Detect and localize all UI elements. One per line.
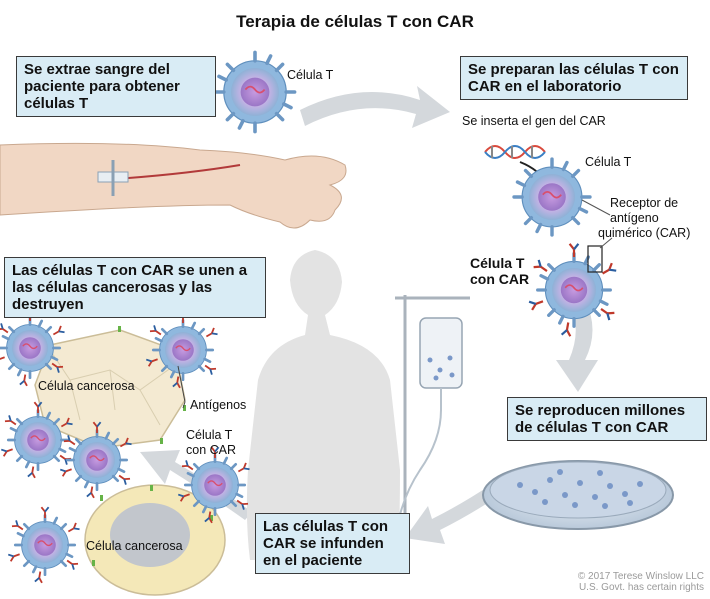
label-cancer-cell-1: Célula cancerosa	[38, 379, 135, 393]
car-gene-dna	[484, 145, 546, 159]
car-t-cell-lab	[529, 244, 616, 336]
label-receptor-2: antígeno	[610, 211, 659, 225]
label-celula-t-top: Célula T	[287, 68, 334, 82]
arm-illustration	[0, 142, 347, 229]
label-gene-insert: Se inserta el gen del CAR	[462, 114, 606, 128]
label-car-t-small-2: con CAR	[186, 443, 237, 457]
arrow-1	[300, 86, 450, 128]
step-3-box: Se reproducen millones de células T con …	[507, 397, 707, 441]
label-receptor-1: Receptor de	[610, 196, 679, 210]
arrow-2	[556, 300, 598, 392]
arrow-3	[405, 484, 500, 544]
diagram-title: Terapia de células T con CAR	[236, 12, 474, 31]
label-car-t-1: Célula T	[470, 255, 525, 271]
receptor-highlight	[587, 245, 603, 273]
patient-silhouette	[246, 250, 400, 560]
label-car-t-2: con CAR	[470, 271, 530, 287]
cancer-cell-2	[84, 484, 226, 596]
step-2-box: Se preparan las células T con CAR en el …	[460, 56, 688, 100]
label-car-t-small-1: Célula T	[186, 428, 233, 442]
label-celula-t-lab: Célula T	[585, 155, 632, 169]
antigen-pointer-2	[182, 401, 186, 409]
step-1-box: Se extrae sangre del paciente para obten…	[16, 56, 216, 117]
copyright-credit: © 2017 Terese Winslow LLC U.S. Govt. has…	[578, 571, 704, 593]
label-receptor-3: quimérico (CAR)	[598, 226, 691, 240]
credit-line-1: © 2017 Terese Winslow LLC	[577, 571, 704, 582]
step-4-box: Las células T con CAR se infunden en el …	[255, 513, 410, 574]
t-cell-top	[213, 50, 297, 134]
label-cancer-cell-2: Célula cancerosa	[86, 539, 183, 553]
antigen-pointer-1	[177, 365, 186, 403]
petri-dish	[482, 460, 674, 530]
step-5-box: Las células T con CAR se unen a las célu…	[4, 257, 266, 318]
t-cell-lab	[512, 157, 592, 237]
car-t-cell-f	[8, 507, 79, 583]
credit-line-2: U.S. Govt. has certain rights	[578, 582, 704, 593]
label-antigens: Antígenos	[190, 398, 247, 412]
